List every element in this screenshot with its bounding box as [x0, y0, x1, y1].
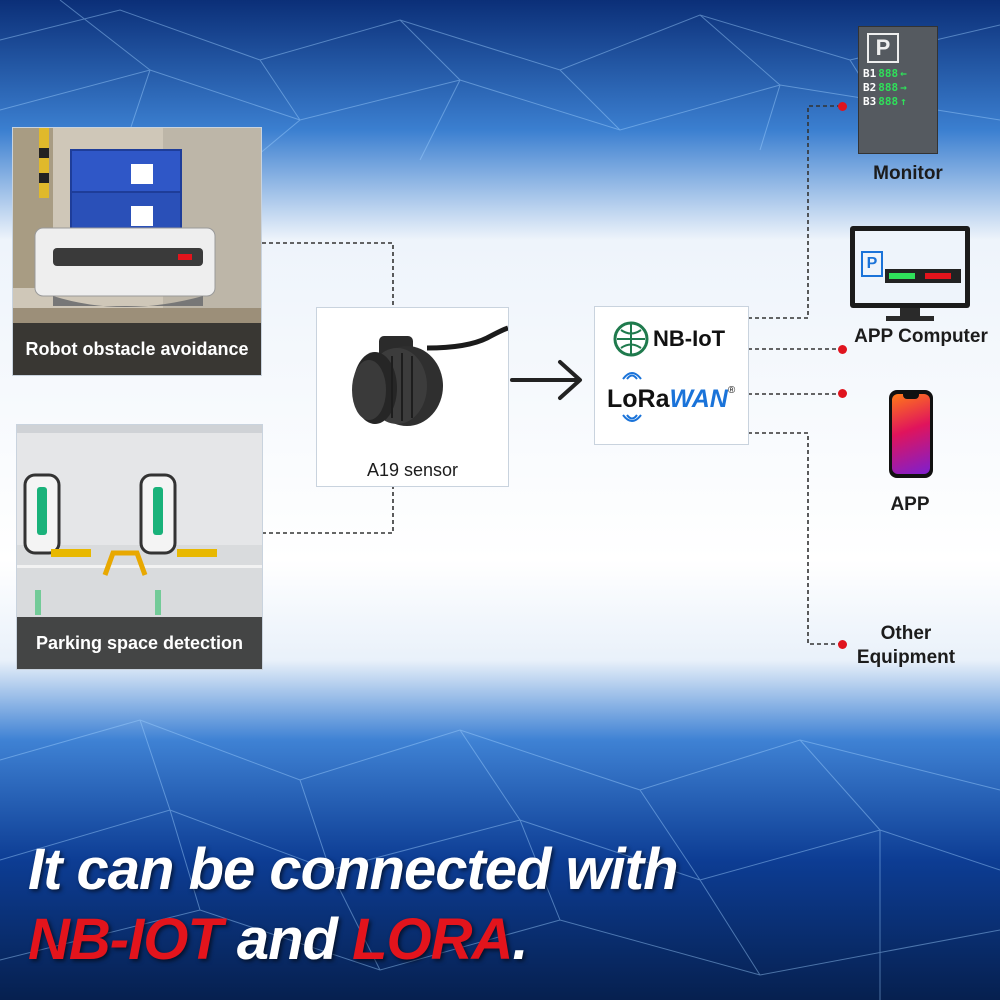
globe-icon	[613, 321, 649, 357]
monitor-label: Monitor	[873, 163, 943, 184]
monitor-sign: P B1 888 ← B2 888 → B3 888 ↑	[858, 26, 938, 154]
a19-sensor-card: A19 sensor	[316, 307, 509, 487]
protocol-card: NB-IoT LoRaWAN®	[594, 306, 749, 445]
computer-base	[886, 316, 934, 321]
parking-caption: Parking space detection	[17, 617, 262, 669]
lorawan-logo: LoRaWAN®	[607, 372, 736, 422]
wireless-icon-bottom	[622, 414, 642, 422]
computer-sign-letter: P	[861, 251, 883, 277]
nbiot-logo: NB-IoT	[613, 321, 725, 357]
a19-sensor-label: A19 sensor	[366, 460, 459, 480]
connector-dot-monitor	[838, 102, 847, 111]
headline-line1: It can be connected with	[28, 837, 679, 902]
app-label: APP	[890, 494, 930, 515]
other-label-line1: Other	[880, 623, 932, 644]
computer-stand	[900, 308, 920, 318]
monitor-row: B2 888 →	[863, 81, 907, 94]
computer-led-bar	[885, 269, 961, 283]
headline-line2: NB-IOT and LORA.	[28, 906, 529, 973]
monitor-row: B1 888 ←	[863, 67, 907, 80]
other-equipment-label: Other Equipment	[846, 622, 966, 670]
monitor-row: B3 888 ↑	[863, 95, 907, 108]
computer-label: APP Computer	[854, 326, 988, 347]
robot-obstacle-avoidance-card: Robot obstacle avoidance	[12, 127, 262, 376]
connector-dot-app	[838, 389, 847, 398]
connector-dot-other	[838, 640, 847, 649]
monitor-rows: B1 888 ← B2 888 → B3 888 ↑	[863, 67, 935, 109]
headline-and: and	[221, 907, 353, 972]
lora-text: LoRa	[607, 385, 670, 413]
parking-space-detection-card: Parking space detection	[16, 424, 263, 670]
computer-screen: P	[855, 231, 965, 303]
robot-caption: Robot obstacle avoidance	[13, 323, 261, 375]
wan-text: WAN	[669, 385, 728, 413]
phone-screen	[892, 394, 930, 474]
nbiot-text: NB-IoT	[653, 326, 726, 351]
headline-period: .	[512, 907, 528, 972]
headline-lora: LORA	[352, 907, 513, 972]
monitor-sign-letter: P	[867, 33, 899, 63]
connector-dot-computer	[838, 345, 847, 354]
other-label-line2: Equipment	[856, 647, 956, 668]
computer-monitor: P	[850, 226, 970, 308]
phone-icon	[889, 390, 933, 478]
headline-nbiot: NB-IOT	[28, 907, 223, 972]
registered-mark: ®	[727, 385, 736, 396]
wireless-icon	[622, 372, 642, 380]
a19-sensor-image	[352, 325, 508, 426]
